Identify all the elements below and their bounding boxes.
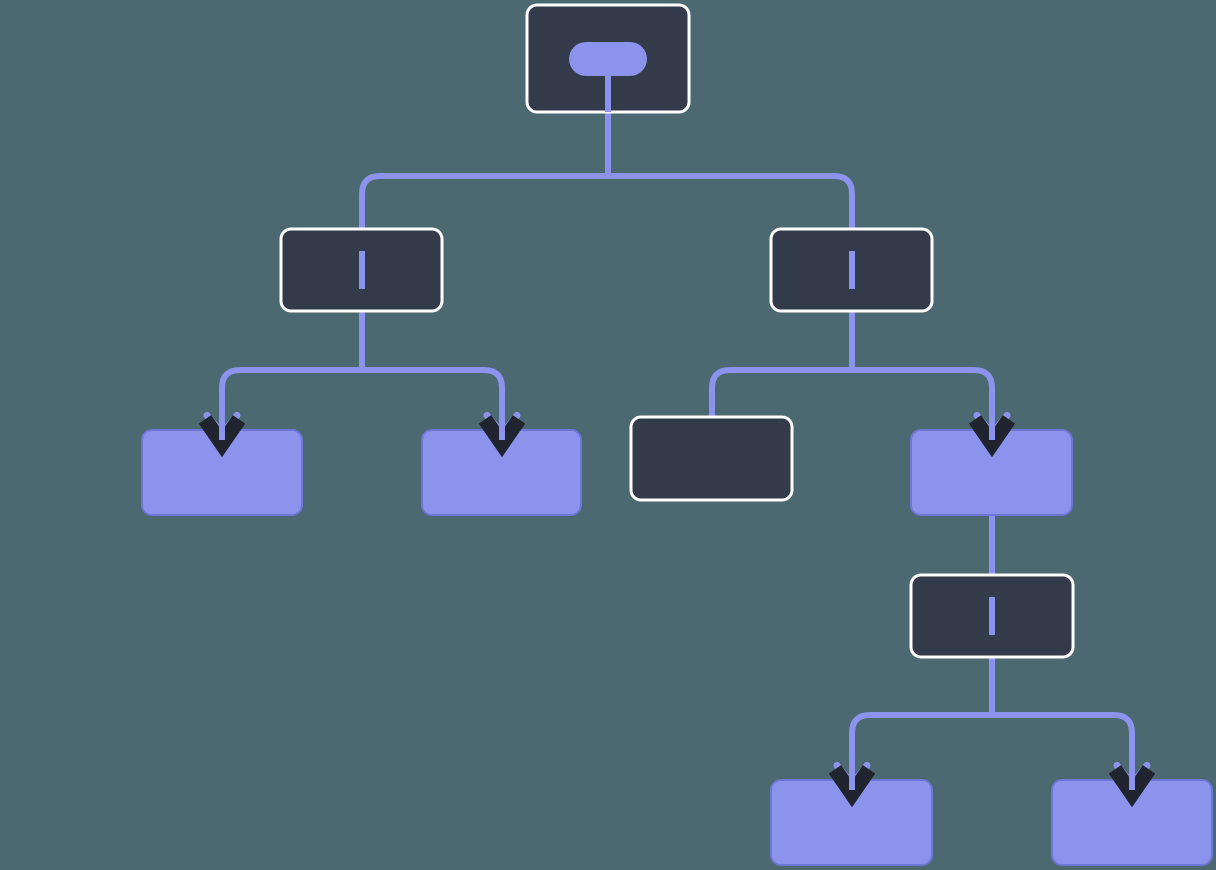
arrowhead-l5-b xyxy=(1108,757,1156,808)
arrowhead-chevron-dark xyxy=(478,415,526,458)
edge-l2-right-to-l3-c xyxy=(709,311,855,417)
edge-l2-left-to-l3-b xyxy=(359,311,505,430)
arrowhead-l5-a xyxy=(828,757,876,808)
through-line-layer xyxy=(359,251,995,635)
node-root-node[interactable] xyxy=(525,3,691,114)
arrowheads-layer xyxy=(198,407,1156,808)
edge-l4-to-l5-a xyxy=(849,657,995,780)
edge-root-to-l2-left xyxy=(359,112,612,229)
edge-l4-to-l5-b xyxy=(989,657,1135,780)
nodes-layer xyxy=(141,3,1213,866)
node-badge-stem xyxy=(605,58,611,112)
node-rect-dark[interactable] xyxy=(629,415,794,502)
arrowhead-chevron-dark xyxy=(198,415,246,458)
arrowhead-l3-b xyxy=(478,407,526,458)
arrowhead-chevron-dark xyxy=(968,415,1016,458)
edges-layer xyxy=(219,112,1135,780)
edge-root-to-l2-right xyxy=(605,112,855,229)
arrowhead-chevron-dark xyxy=(828,765,876,808)
arrowhead-l3-d xyxy=(968,407,1016,458)
edge-l2-left-to-l3-a xyxy=(219,311,365,430)
arrowhead-l3-a xyxy=(198,407,246,458)
edge-l2-right-to-l3-d xyxy=(849,311,995,430)
arrowhead-chevron-dark xyxy=(1108,765,1156,808)
node-level3-dark-node[interactable] xyxy=(629,415,794,502)
